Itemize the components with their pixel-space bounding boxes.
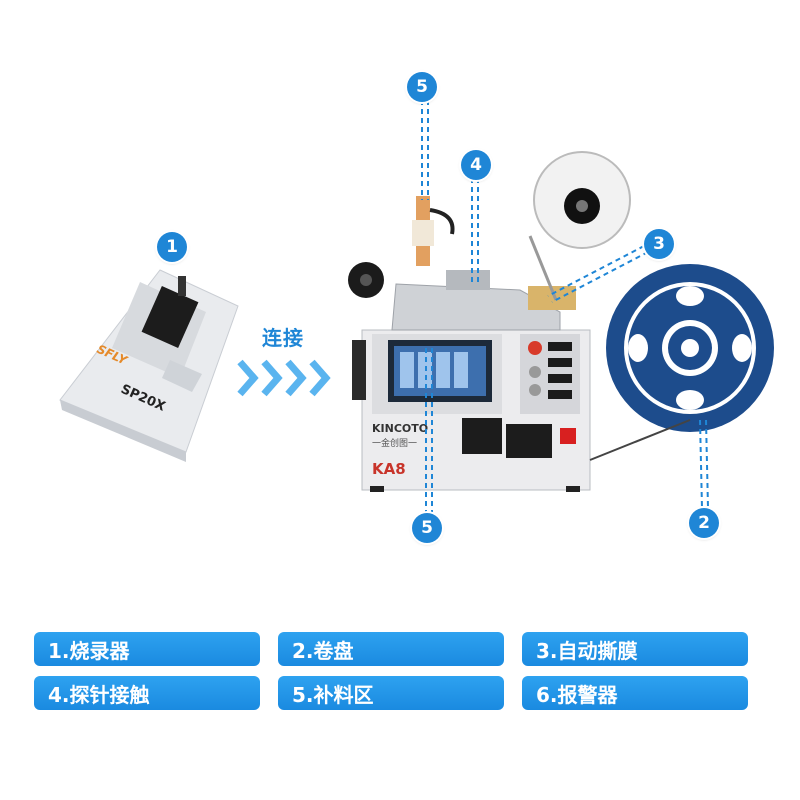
product-scene: SFLY SP20X: [59, 72, 774, 543]
programmer-device: SFLY SP20X: [59, 269, 239, 462]
machine-illustration: SFLY SP20X: [59, 100, 774, 512]
callout-badge-3: 3: [644, 229, 674, 259]
callout-leaders: [421, 100, 709, 512]
legend-item-alarm: 6.报警器: [522, 676, 748, 710]
machine-brand-cn: 一金创图一: [372, 437, 417, 449]
connection-arrows: [237, 359, 331, 397]
callout-badge-2: 2: [689, 508, 719, 538]
legend-item-programmer: 1.烧录器: [34, 632, 260, 666]
legend-item-refill-zone: 5.补料区: [278, 676, 504, 710]
legend-item-reel: 2.卷盘: [278, 632, 504, 666]
callout-badge-4: 4: [461, 150, 491, 180]
callout-badge-1: 1: [157, 232, 187, 262]
connect-label: 连接: [262, 326, 304, 350]
machine-model: KA8: [372, 460, 406, 478]
legend-item-probe-contact: 4.探针接触: [34, 676, 260, 710]
callout-badge-5-top: 5: [407, 72, 437, 102]
legend-item-auto-peel: 3.自动撕膜: [522, 632, 748, 666]
callout-badge-5-bottom: 5: [412, 513, 442, 543]
taping-machine: KINCOTO 一金创图一 KA8: [348, 151, 774, 492]
machine-brand: KINCOTO: [372, 422, 428, 435]
